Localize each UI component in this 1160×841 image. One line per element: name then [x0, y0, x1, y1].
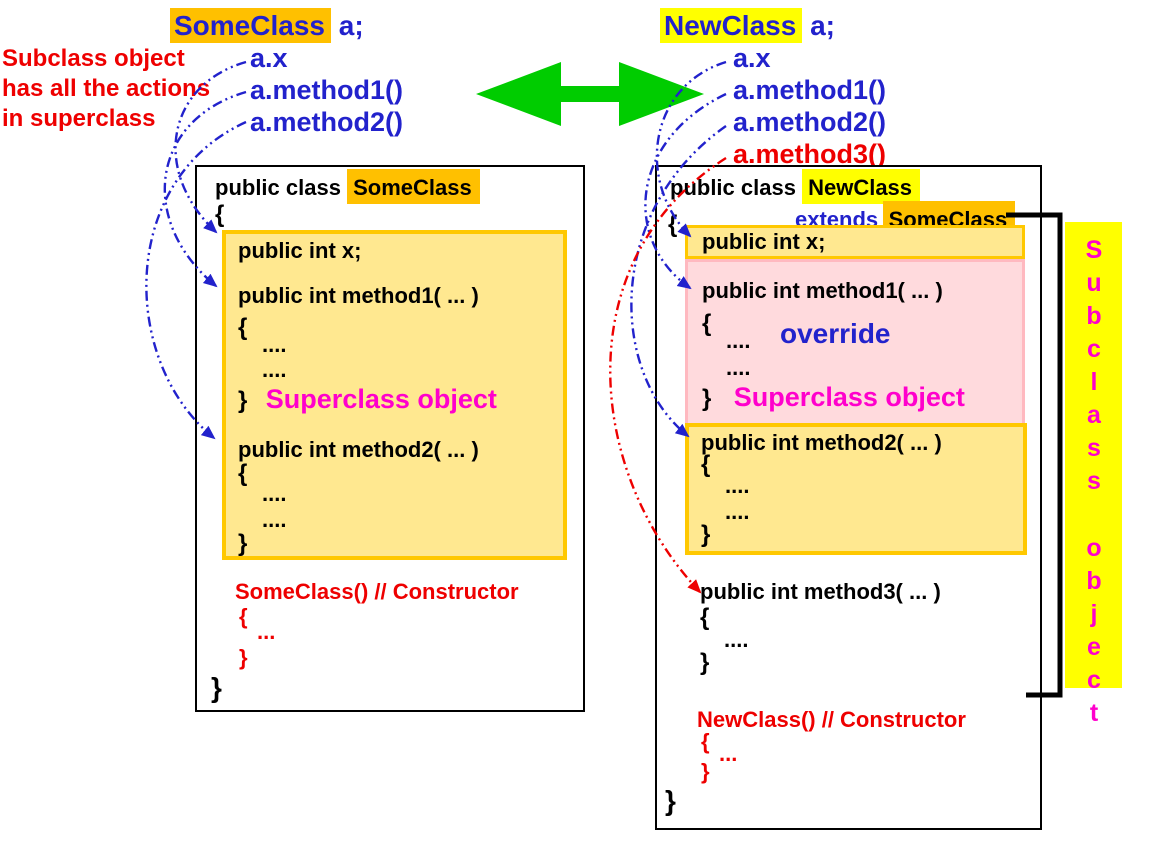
newclass-method2-sig: public int method2( ... ) — [701, 430, 942, 455]
note-line-1: Subclass object — [2, 45, 185, 72]
someclass-method1-open: { — [238, 314, 248, 341]
left-call-ax: a.x — [250, 43, 288, 73]
someclass-box: public class SomeClass { public int x; p… — [195, 165, 585, 712]
someclass-method1-close: } — [238, 387, 248, 414]
someclass-method2-sig: public int method2( ... ) — [238, 437, 479, 462]
newclass-method2-open: { — [701, 451, 711, 478]
someclass-method2-dots2: .... — [262, 507, 287, 532]
newclass-field: public int x; — [702, 229, 826, 254]
newclass-method1-dots2: .... — [726, 355, 751, 380]
newclass-method1-close-line: } Superclass object — [702, 382, 965, 413]
right-declaration-classname: NewClass — [660, 8, 803, 43]
right-call-ax: a.x — [733, 43, 771, 73]
someclass-close-brace: } — [211, 672, 222, 703]
newclass-open-brace: { — [668, 211, 678, 238]
subclass-note: Subclass object has all the actions in s… — [2, 44, 210, 134]
someclass-ctor-sig: SomeClass() // Constructor — [235, 579, 519, 604]
someclass-method1-sig: public int method1( ... ) — [238, 283, 479, 308]
newclass-header: public class NewClass — [670, 169, 921, 204]
left-call-method2: a.method2() — [250, 107, 404, 137]
left-call-list: a.x a.method1() a.method2() — [250, 42, 403, 138]
right-declaration: NewClass a; — [660, 8, 835, 43]
someclass-method1-dots2: .... — [262, 357, 287, 382]
superclass-object-label-left: Superclass object — [265, 384, 497, 414]
someclass-ctor-close: } — [239, 645, 248, 670]
left-declaration-var: a; — [338, 10, 364, 41]
newclass-override-box: public int method1( ... ) { .... overrid… — [685, 259, 1025, 429]
someclass-header-prefix: public class — [215, 175, 341, 200]
newclass-method3-sig: public int method3( ... ) — [700, 579, 941, 604]
newclass-method2-dots1: .... — [725, 473, 750, 498]
note-line-2: has all the actions — [2, 75, 211, 102]
right-call-method2: a.method2() — [733, 107, 887, 137]
newclass-header-name: NewClass — [802, 169, 921, 204]
someclass-open-brace: { — [215, 201, 225, 228]
left-declaration: SomeClass a; — [170, 8, 364, 43]
someclass-ctor-dots: ... — [257, 619, 276, 644]
right-call-list: a.x a.method1() a.method2() a.method3() — [733, 42, 886, 170]
left-call-method1: a.method1() — [250, 75, 404, 105]
equivalence-arrow — [476, 62, 704, 126]
someclass-method2-open: { — [238, 460, 248, 487]
right-declaration-var: a; — [810, 10, 835, 41]
newclass-ctor-close: } — [701, 759, 710, 784]
right-call-method1: a.method1() — [733, 75, 887, 105]
newclass-method3-close: } — [700, 649, 710, 676]
newclass-close-brace: } — [665, 785, 676, 816]
someclass-method1-close-line: } Superclass object — [238, 384, 497, 415]
newclass-field-box: public int x; — [685, 225, 1025, 259]
newclass-method1-sig: public int method1( ... ) — [702, 278, 943, 303]
subclass-object-side-label: Subclass object — [1065, 222, 1122, 732]
newclass-method2-box: public int method2( ... ) { .... .... } — [685, 423, 1027, 555]
newclass-ctor-open: { — [701, 729, 710, 754]
newclass-method2-dots2: .... — [725, 499, 750, 524]
side-label-word2: object — [1080, 534, 1108, 732]
newclass-method1-dots1: .... — [726, 328, 751, 353]
side-label-word1: Subclass — [1080, 236, 1108, 500]
newclass-method2-close: } — [701, 521, 711, 548]
note-line-3: in superclass — [2, 105, 156, 132]
someclass-ctor-open: { — [239, 604, 248, 629]
newclass-ctor-sig: NewClass() // Constructor — [697, 707, 966, 732]
override-label: override — [780, 318, 891, 349]
left-declaration-classname: SomeClass — [170, 8, 331, 43]
newclass-method1-open: { — [702, 310, 712, 337]
newclass-method3-dots: .... — [724, 627, 749, 652]
newclass-method1-close: } — [702, 385, 712, 412]
newclass-header-prefix: public class — [670, 175, 796, 200]
someclass-header-name: SomeClass — [347, 169, 480, 204]
someclass-method2-dots1: .... — [262, 481, 287, 506]
someclass-header: public class SomeClass — [215, 169, 480, 204]
superclass-object-label-right: Superclass object — [733, 382, 965, 412]
someclass-member-box: public int x; public int method1( ... ) … — [222, 230, 567, 560]
newclass-ctor-dots: ... — [719, 741, 738, 766]
newclass-box: public class NewClass extends SomeClass … — [655, 165, 1042, 830]
someclass-field: public int x; — [238, 238, 362, 263]
someclass-method2-close: } — [238, 530, 248, 557]
right-call-method3: a.method3() — [733, 139, 887, 169]
newclass-method3-open: { — [700, 604, 710, 631]
someclass-method1-dots1: .... — [262, 332, 287, 357]
